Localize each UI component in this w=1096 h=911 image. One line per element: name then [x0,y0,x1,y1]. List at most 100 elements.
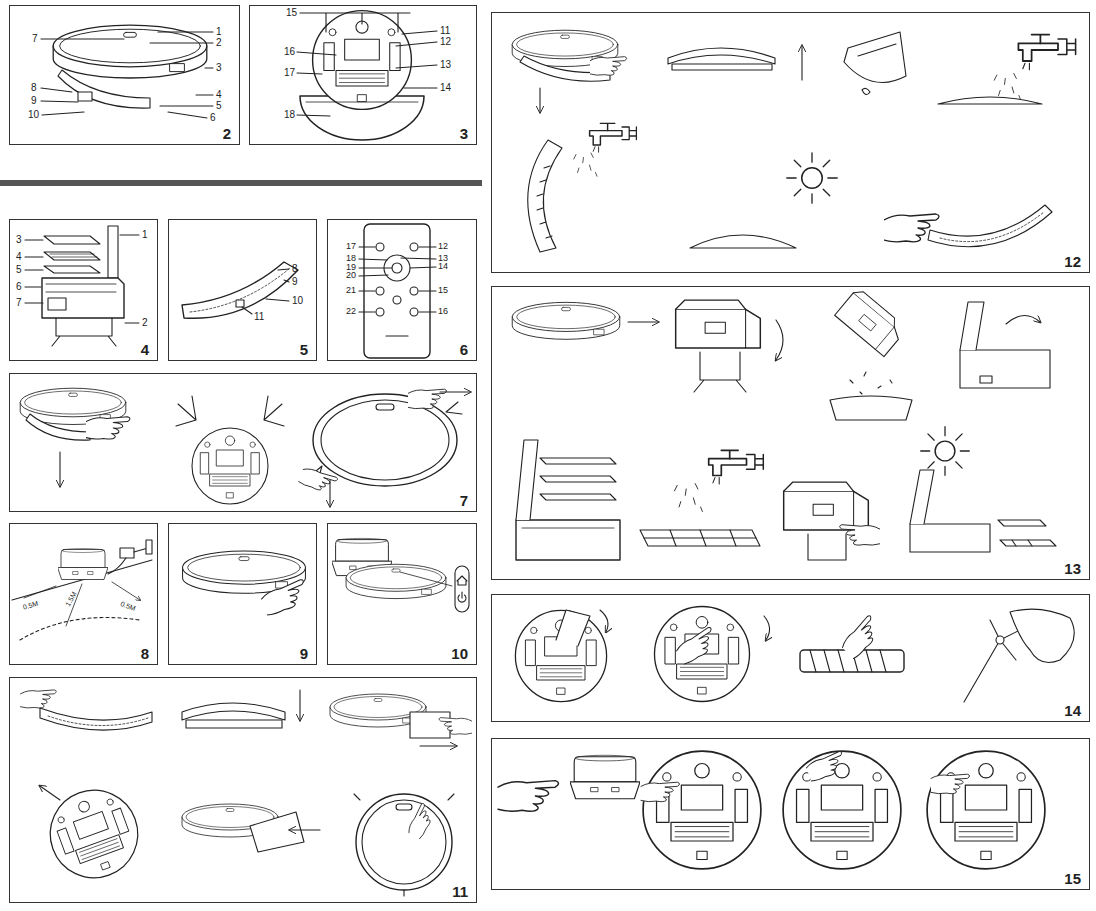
figure-number: 13 [1064,561,1081,576]
line-art [58,70,150,108]
section-bar [0,180,482,186]
line-art [1018,35,1075,70]
line-art [21,690,57,708]
callout-number: 18 [284,110,295,120]
line-art [290,829,320,830]
line-art [690,235,796,248]
figure-number: 5 [300,342,308,357]
line-art [25,235,139,323]
callout-number: 13 [440,60,451,70]
line-art [386,335,408,336]
line-art [260,579,311,616]
line-art [410,287,418,295]
line-art [522,528,614,529]
callout-number: 7 [32,34,38,44]
figure-number: 15 [1064,871,1081,886]
line-art [108,226,118,278]
figure-number: 6 [460,342,468,357]
figure-number: 10 [451,646,468,661]
line-art [300,13,410,32]
line-art [850,372,892,394]
callout-number: 9 [31,96,37,106]
callout-number: 1 [142,230,148,240]
line-art [830,396,912,420]
line-art [931,774,970,793]
line-art [192,428,268,504]
line-art [78,92,92,101]
line-art [574,153,597,176]
line-art [329,480,330,506]
figure-panel: 10 [327,523,477,665]
line-art [784,482,869,530]
line-art [44,266,100,273]
line-art [410,308,418,316]
line-art [376,243,384,251]
line-art [440,391,470,392]
line-art [498,781,559,812]
dimension-label: 0.5M [22,600,39,611]
callout-number: 8 [292,264,298,274]
line-art [910,524,990,552]
line-art [1010,609,1074,662]
line-art [446,402,462,414]
line-art [59,452,60,486]
line-art [938,97,1042,104]
line-art [998,520,1056,546]
line-art [516,440,538,520]
line-art [964,620,1020,702]
dimension-label: 1.5M [64,591,78,608]
line-art [844,32,906,82]
callout-number: 18 [346,254,356,263]
line-art [655,607,750,702]
line-art [458,592,466,602]
callout-number: 14 [440,83,451,93]
callout-number: 4 [16,252,22,262]
line-art [186,720,282,728]
line-art [858,44,896,95]
callout-number: 10 [28,110,39,120]
line-art [48,716,148,726]
line-art [176,396,284,426]
callout-number: 14 [438,262,448,271]
figure-panel: 15 [491,738,1090,890]
line-art [570,755,640,798]
line-art [835,287,908,356]
line-art [776,320,783,360]
callout-number: 5 [16,265,22,275]
line-art [694,352,746,392]
line-art [120,548,134,558]
line-art [236,300,244,307]
line-art [996,636,1004,644]
line-art [242,269,289,314]
line-art [410,243,418,251]
line-art [53,25,207,78]
line-art [641,782,680,801]
line-art [537,166,552,238]
dimension-label: 0.5M [120,600,137,612]
callout-number: 11 [254,312,264,322]
line-art [921,427,970,476]
figure-number: 7 [460,493,468,508]
callout-number: 5 [216,101,222,111]
line-art [439,718,472,735]
line-art [676,300,761,348]
figure-panel: 7 [9,373,477,512]
line-art [675,484,703,512]
line-art [960,350,1050,388]
line-art [539,88,540,112]
line-art [668,48,775,64]
line-art [41,32,213,118]
figure-panel: 14 [491,594,1090,722]
line-art [86,417,130,439]
line-art [24,582,140,626]
line-art [406,803,437,840]
line-art [994,73,1020,99]
callout-number: 16 [284,47,295,57]
line-art [393,296,401,304]
line-art [805,751,848,782]
figure-number: 4 [141,342,149,357]
line-art [674,627,720,666]
line-art [321,400,449,480]
line-art [376,308,384,316]
